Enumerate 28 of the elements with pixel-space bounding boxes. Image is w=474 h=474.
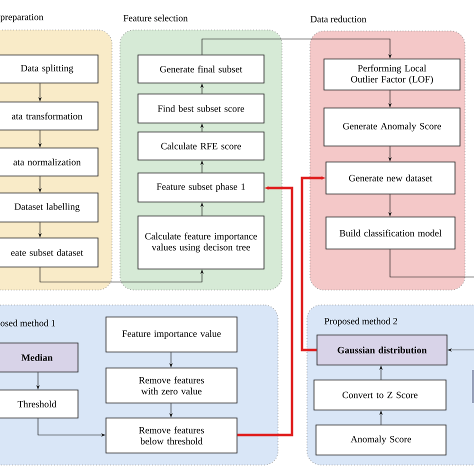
process-box: Build classification model bbox=[326, 216, 456, 250]
panel-heading: Data reduction bbox=[310, 16, 366, 22]
process-box: Calculate feature importance values using decison tree bbox=[138, 216, 264, 270]
process-box: Performing Local Outlier Factor (LOF) bbox=[324, 58, 460, 90]
process-box: ata transformation bbox=[0, 102, 98, 130]
process-box: Generate new dataset bbox=[326, 162, 456, 194]
process-box: Remove features below threshold bbox=[106, 418, 238, 454]
process-box: Data splitting bbox=[0, 54, 98, 84]
process-box: Generate final subset bbox=[138, 54, 264, 84]
connector-line bbox=[390, 249, 474, 278]
process-box: Generate Anomaly Score bbox=[324, 108, 460, 146]
process-box: Gaussian distribution bbox=[316, 334, 448, 366]
process-box: Anomaly Score bbox=[316, 424, 446, 456]
process-box: ata normalization bbox=[0, 148, 98, 176]
panel-heading: Feature selection bbox=[123, 14, 188, 22]
panel-heading: osed method 1 bbox=[0, 320, 56, 326]
process-box: Feature subset phase 1 bbox=[138, 172, 264, 202]
panel-heading: preparation bbox=[0, 14, 44, 22]
process-box: Threshold bbox=[0, 390, 78, 418]
process-box: Median bbox=[0, 342, 78, 372]
process-box: Remove features with zero value bbox=[106, 368, 238, 404]
process-box: Find best subset score bbox=[138, 94, 264, 124]
process-box: Dataset labelling bbox=[0, 192, 98, 222]
process-box: Calculate RFE score bbox=[138, 132, 264, 160]
process-box: Convert to Z Score bbox=[314, 380, 446, 410]
process-box: eate subset dataset bbox=[0, 238, 98, 268]
process-box: Feature importance value bbox=[106, 316, 238, 352]
panel-heading: Proposed method 2 bbox=[324, 318, 398, 326]
